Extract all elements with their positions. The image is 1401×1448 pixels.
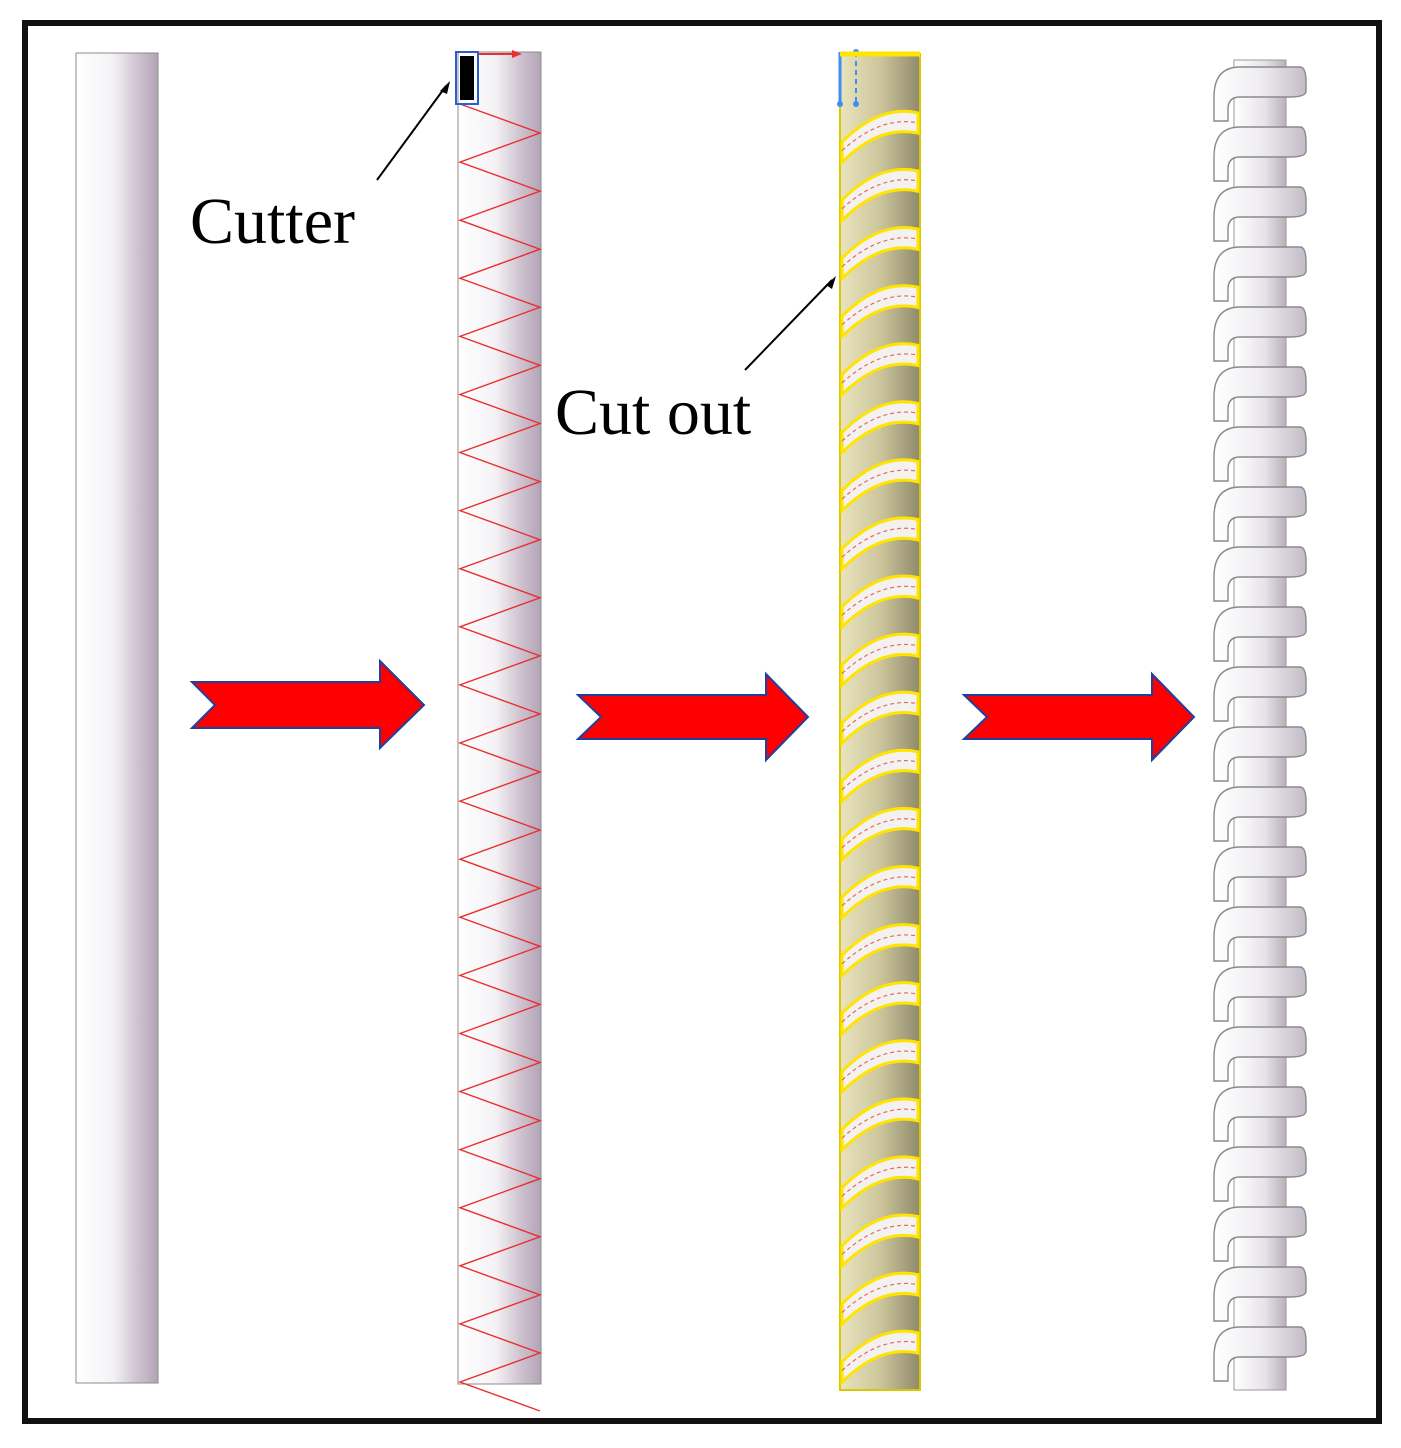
rod-with-cut-out — [837, 49, 921, 1391]
cut-out-band — [840, 1039, 920, 1096]
cut-out-edge — [841, 818, 919, 849]
cut-out-edge — [841, 121, 919, 152]
cut-out-callout: Cut out — [555, 276, 836, 449]
screw-flights — [1213, 66, 1307, 1382]
cut-out-band — [840, 1097, 920, 1154]
cut-out-edge — [841, 237, 919, 268]
screw-flight — [1213, 186, 1307, 242]
cut-out-band — [840, 400, 920, 457]
screw-flight — [1213, 966, 1307, 1022]
cut-out-edge — [841, 1224, 919, 1255]
cut-out-band — [840, 109, 920, 166]
cut-out-edge — [841, 1166, 919, 1197]
cut-out-band — [840, 1329, 920, 1386]
cutter-callout: Cutter — [190, 81, 450, 258]
cut-out-edge — [841, 992, 919, 1023]
screw-flight — [1213, 726, 1307, 782]
screw-flight — [1213, 1206, 1307, 1262]
process-arrow-3 — [961, 671, 1196, 763]
screw-flight — [1213, 366, 1307, 422]
cut-out-band — [840, 632, 920, 689]
cut-out-band — [840, 690, 920, 747]
cut-out-band — [840, 225, 920, 283]
screw-flight — [1213, 306, 1307, 362]
cut-out-edge — [841, 1340, 919, 1372]
cut-out-edge — [841, 760, 919, 791]
cut-out-band — [840, 1155, 920, 1212]
cut-out-band — [840, 458, 920, 515]
cut-out-label: Cut out — [555, 376, 751, 449]
cut-out-edge — [841, 179, 919, 210]
cut-out-edge — [841, 934, 919, 965]
helix-sweep-path — [457, 103, 543, 1412]
cut-out-band — [840, 981, 920, 1038]
cut-out-edge — [841, 469, 919, 500]
cut-out-band — [840, 1271, 920, 1328]
cut-out-edge — [841, 701, 919, 733]
cut-out-edge — [841, 1282, 919, 1313]
screw-flight — [1213, 1326, 1307, 1382]
cut-out-band — [840, 748, 920, 805]
screw-flight — [1213, 426, 1307, 482]
cut-out-edge — [841, 1050, 919, 1081]
screw-flight — [1213, 606, 1307, 662]
screw-flight — [1213, 666, 1307, 722]
cut-out-band — [840, 284, 920, 341]
cut-out-band — [840, 167, 920, 225]
cut-out-edge — [841, 585, 919, 616]
cut-out-band — [840, 806, 920, 864]
cutter-selection-marker — [837, 49, 920, 107]
final-helical-screw — [1213, 59, 1307, 1391]
cut-out-band — [840, 574, 920, 631]
screw-flight — [1213, 1146, 1307, 1202]
cut-out-edge — [841, 876, 919, 907]
screw-flight — [1213, 1026, 1307, 1082]
process-arrow-1 — [189, 658, 426, 751]
screw-flight — [1213, 906, 1307, 962]
cut-out-band — [840, 923, 920, 980]
screw-flight — [1213, 246, 1307, 302]
screw-flight — [1213, 846, 1307, 902]
cut-out-edge — [841, 353, 919, 384]
cut-out-band — [840, 864, 920, 922]
process-arrow-2 — [575, 671, 810, 763]
cut-out-edge — [841, 295, 919, 326]
cut-out-band — [840, 342, 920, 399]
screw-flight — [1213, 786, 1307, 842]
rod-with-helix-path — [455, 50, 543, 1412]
screw-flight — [1213, 126, 1307, 182]
plain-rod — [75, 52, 159, 1384]
cut-out-edge — [841, 1108, 919, 1139]
screw-flight — [1213, 1086, 1307, 1142]
screw-flight — [1213, 486, 1307, 542]
cutter-label: Cutter — [190, 185, 355, 258]
cut-out-band — [840, 516, 920, 573]
screw-flight — [1213, 66, 1307, 122]
screw-flight — [1213, 546, 1307, 602]
cutter-profile — [455, 50, 522, 105]
cut-out-edge — [841, 527, 919, 558]
cut-out-edge — [841, 643, 919, 674]
screw-flight — [1213, 1266, 1307, 1322]
cut-out-band — [840, 1213, 920, 1270]
cut-out-helix-bands — [840, 109, 920, 1386]
cut-out-edge — [841, 411, 919, 442]
